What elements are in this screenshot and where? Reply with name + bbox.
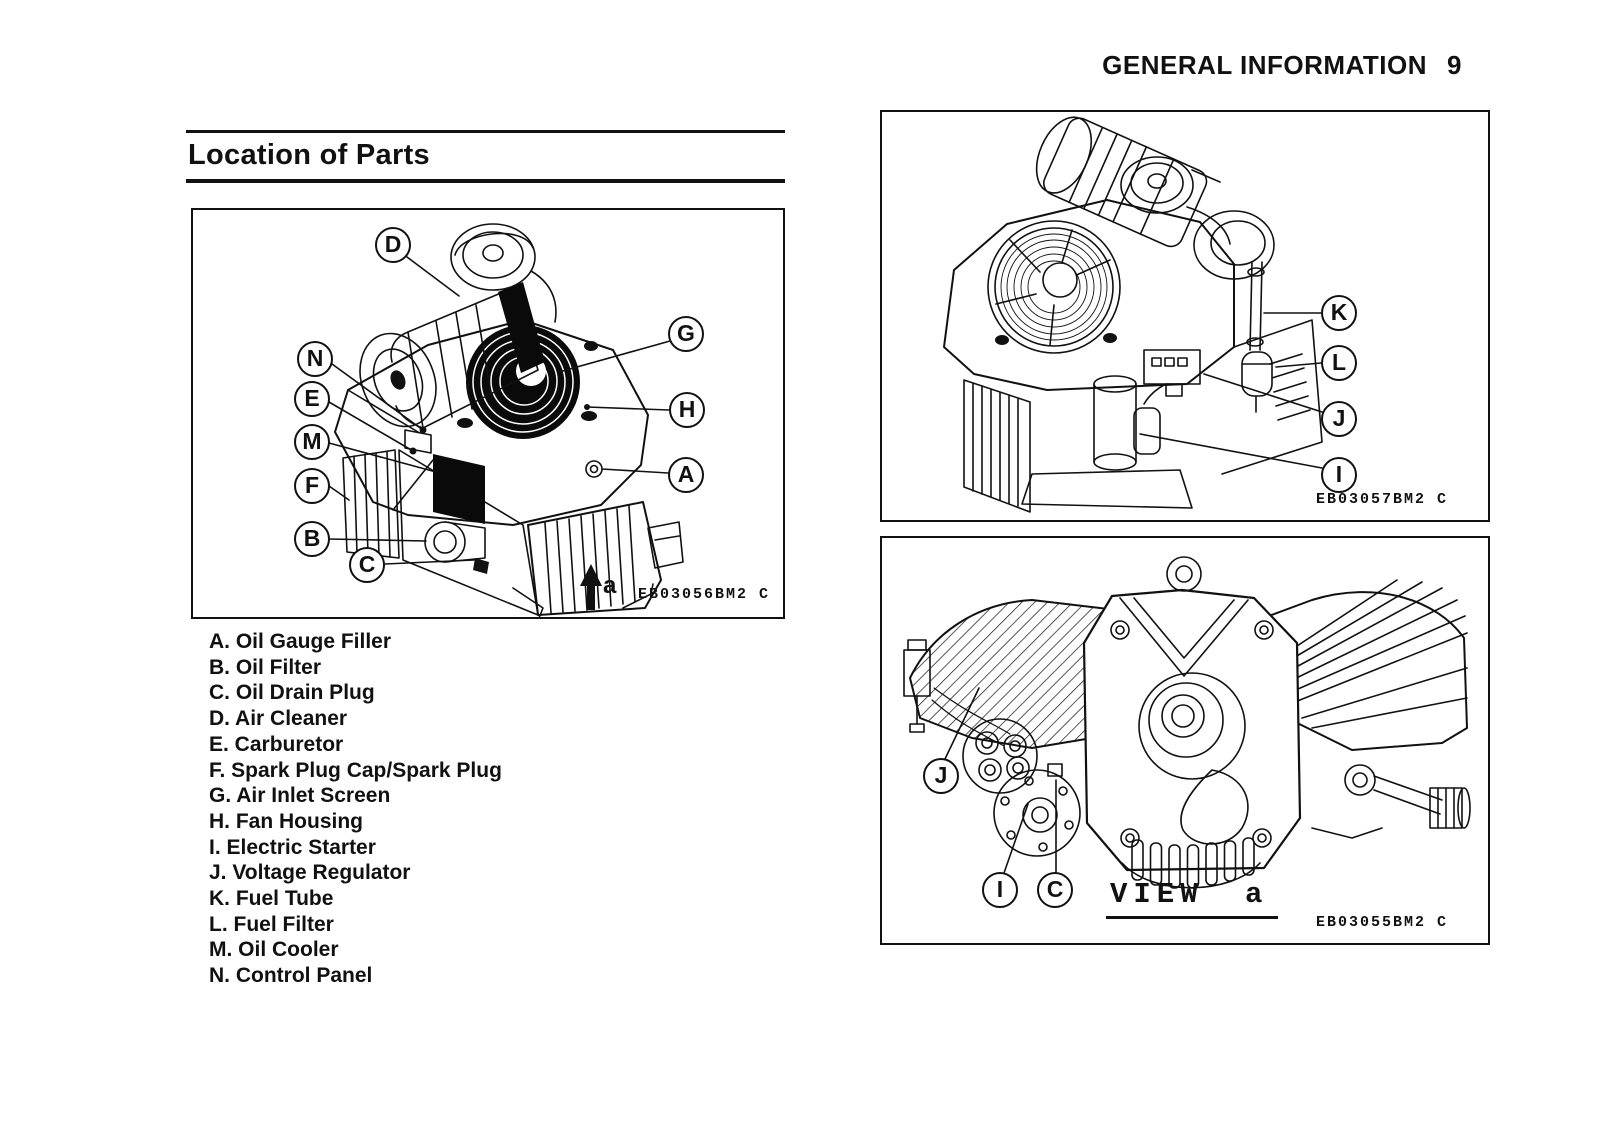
- callout-j: J: [923, 758, 959, 794]
- page-header: GENERAL INFORMATION 9: [1102, 50, 1462, 81]
- parts-list: A. Oil Gauge Filler B. Oil Filter C. Oil…: [209, 629, 502, 989]
- callout-c: C: [1037, 872, 1073, 908]
- section-title: Location of Parts: [188, 139, 430, 171]
- callout-e: E: [294, 381, 330, 417]
- engine-bottom-view-drawing: [903, 556, 1471, 889]
- figure-code: EB03057BM2 C: [1315, 491, 1448, 508]
- header-title: GENERAL INFORMATION: [1102, 50, 1428, 80]
- view-direction-label: a: [603, 572, 617, 599]
- parts-list-item: D. Air Cleaner: [209, 707, 348, 731]
- figure-code: EB03055BM2 C: [1315, 914, 1448, 931]
- parts-list-item: C. Oil Drain Plug: [209, 681, 375, 705]
- callout-g: G: [668, 316, 704, 352]
- callout-i: I: [982, 872, 1018, 908]
- view-a-label: VIEW a: [1106, 878, 1279, 919]
- callout-b: B: [294, 521, 330, 557]
- callout-k: K: [1321, 295, 1357, 331]
- callout-c: C: [349, 547, 385, 583]
- parts-list-item: J. Voltage Regulator: [209, 861, 411, 885]
- parts-list-item: L. Fuel Filter: [209, 912, 334, 936]
- parts-list-item: H. Fan Housing: [209, 809, 363, 833]
- figure-code: EB03056BM2 C: [637, 586, 770, 603]
- figure-engine-isometric: D G N E M F B C H A a EB03056BM2 C: [191, 208, 785, 619]
- parts-list-item: K. Fuel Tube: [209, 887, 334, 911]
- callout-f: F: [294, 468, 330, 504]
- callout-a: A: [668, 457, 704, 493]
- callout-j: J: [1321, 401, 1357, 437]
- callout-m: M: [294, 424, 330, 460]
- callout-d: D: [375, 227, 411, 263]
- parts-list-item: B. Oil Filter: [209, 655, 322, 679]
- figure-engine-bottom-view: J I C VIEW a EB03055BM2 C: [880, 536, 1490, 945]
- section-heading: Location of Parts: [186, 130, 785, 183]
- engine-isometric-drawing: [328, 223, 684, 617]
- callout-l: L: [1321, 345, 1357, 381]
- page-number: 9: [1447, 50, 1462, 80]
- parts-list-item: N. Control Panel: [209, 964, 373, 988]
- callout-n: N: [297, 341, 333, 377]
- parts-list-item: I. Electric Starter: [209, 835, 376, 859]
- parts-list-item: F. Spark Plug Cap/Spark Plug: [209, 758, 502, 782]
- parts-list-item: M. Oil Cooler: [209, 938, 339, 962]
- parts-list-item: E. Carburetor: [209, 732, 344, 756]
- parts-list-item: G. Air Inlet Screen: [209, 784, 391, 808]
- callout-h: H: [669, 392, 705, 428]
- callout-i: I: [1321, 457, 1357, 493]
- engine-right-side-drawing: [943, 116, 1323, 513]
- parts-list-item: A. Oil Gauge Filler: [209, 630, 392, 653]
- figure-engine-right-side: K L J I EB03057BM2 C: [880, 110, 1490, 522]
